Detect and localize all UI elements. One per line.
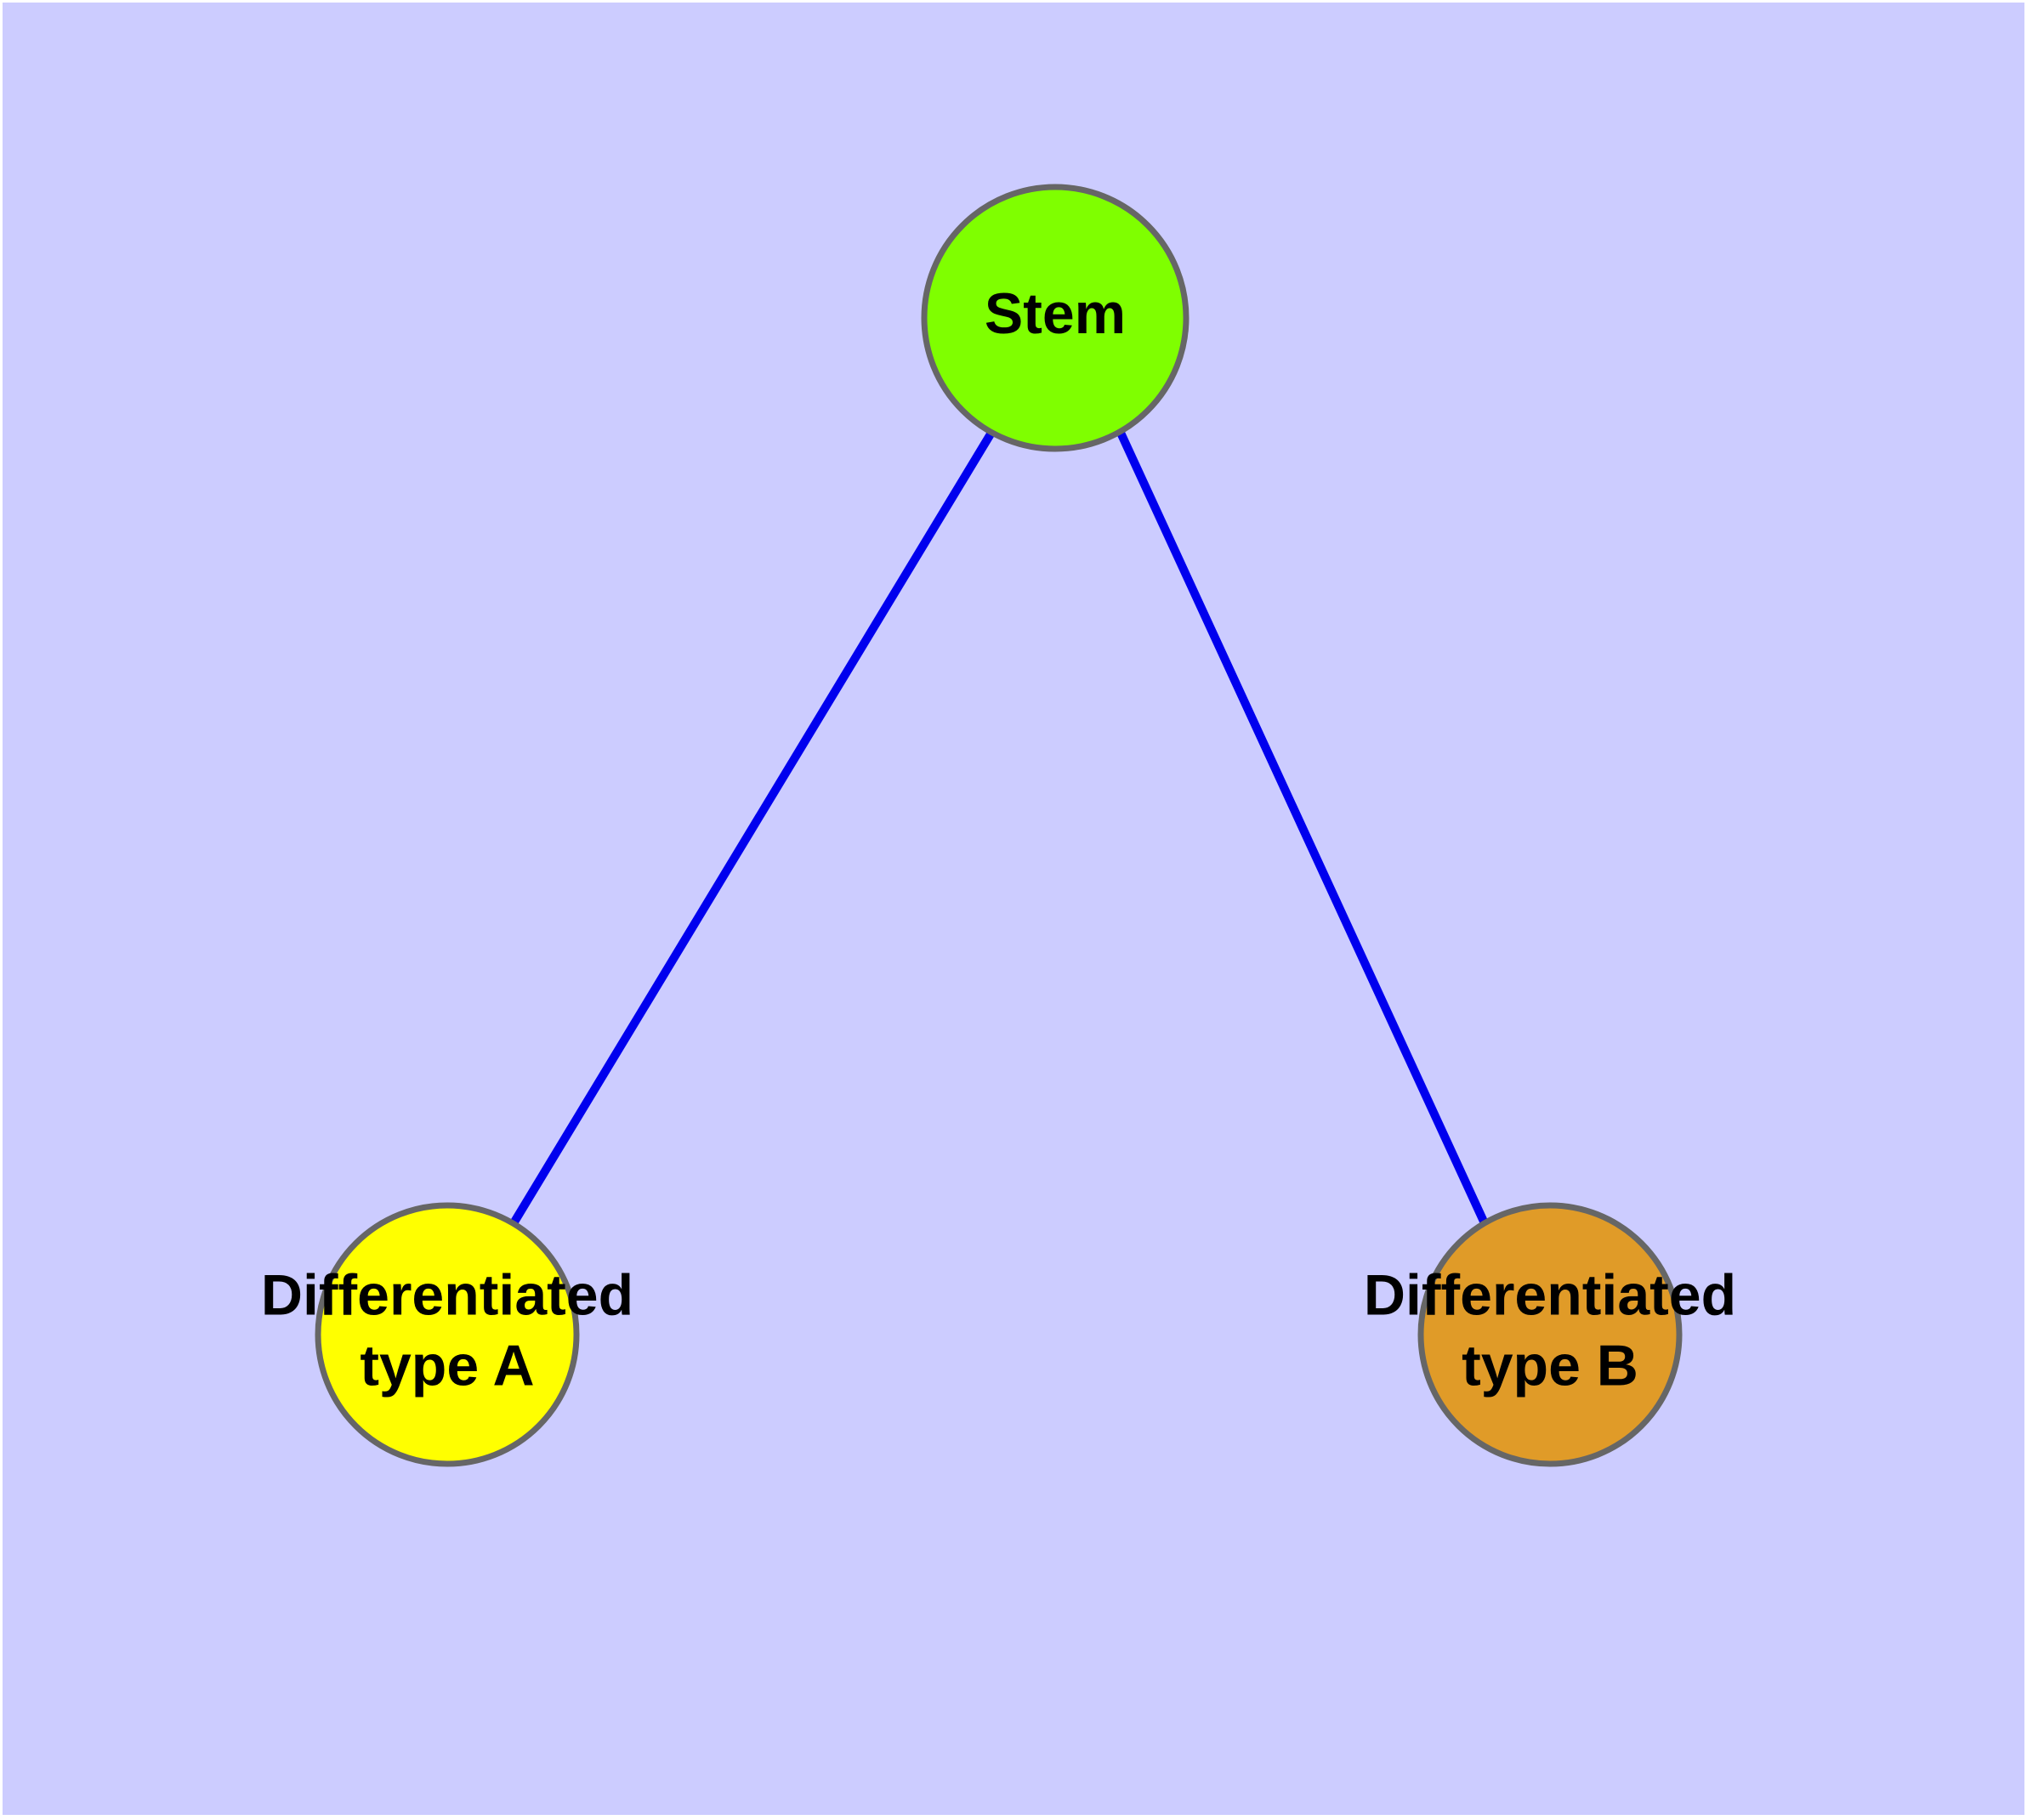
node-differentiated-type-b-circle[interactable] xyxy=(1417,1202,1683,1467)
node-label-line: type B xyxy=(1462,1333,1638,1398)
node-label-line: Stem xyxy=(985,281,1126,346)
node-label-line: type A xyxy=(360,1333,534,1398)
edges-layer xyxy=(509,430,1489,1226)
edge-stem-to-differentiated-type-b[interactable] xyxy=(1116,430,1489,1226)
node-label-line: Differentiated xyxy=(261,1262,633,1327)
node-label-line: Differentiated xyxy=(1364,1262,1736,1327)
node-differentiated-type-a-circle[interactable] xyxy=(315,1202,580,1467)
edge-stem-to-differentiated-type-a[interactable] xyxy=(509,430,996,1226)
node-stem-circle[interactable] xyxy=(921,184,1190,452)
node-stem-label: Stem xyxy=(985,281,1126,346)
nodes-layer xyxy=(315,184,1683,1467)
